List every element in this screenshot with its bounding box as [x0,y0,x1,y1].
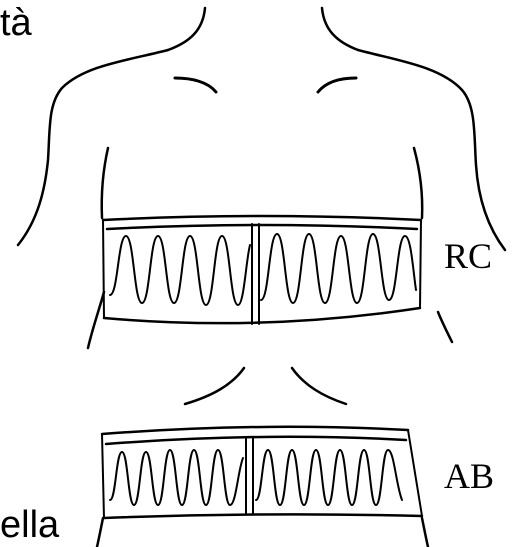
ab-belt [102,427,422,518]
right-torso-side-upper [414,148,422,218]
right-rib-margin [292,368,346,404]
ab-belt-sine-left [110,450,243,505]
ab-belt-inner-top [106,437,406,444]
neck-right-line [322,8,358,50]
left-shoulder-arm-outline [18,50,168,245]
left-rib-margin [185,368,244,404]
left-clavicle [175,78,216,92]
ab-belt-top-edge [102,427,408,434]
right-hip-line [422,518,428,547]
rc-belt-label: RC [444,238,492,274]
rc-belt-top-edge [103,216,421,220]
ab-belt-label: AB [444,458,494,494]
rc-belt-left-end [103,220,104,318]
right-clavicle [318,78,356,92]
ab-belt-bottom-edge [104,514,422,518]
rc-belt-sine-left [110,236,250,305]
rc-belt-right-end [420,220,421,308]
ab-belt-left-end [102,434,104,518]
neck-left-line [168,8,205,50]
rc-belt-inner-top [107,225,417,229]
right-shoulder-arm-outline [358,50,505,250]
left-torso-side-upper [102,148,108,218]
left-hip-line [97,518,103,547]
rc-belt [103,216,421,324]
ab-belt-right-end [408,430,422,516]
right-waist-line [438,312,452,342]
rc-belt-sine-right [261,234,416,303]
left-waist-line [88,292,104,348]
rc-belt-bottom-edge [104,308,420,323]
ab-belt-sine-right [256,450,402,505]
